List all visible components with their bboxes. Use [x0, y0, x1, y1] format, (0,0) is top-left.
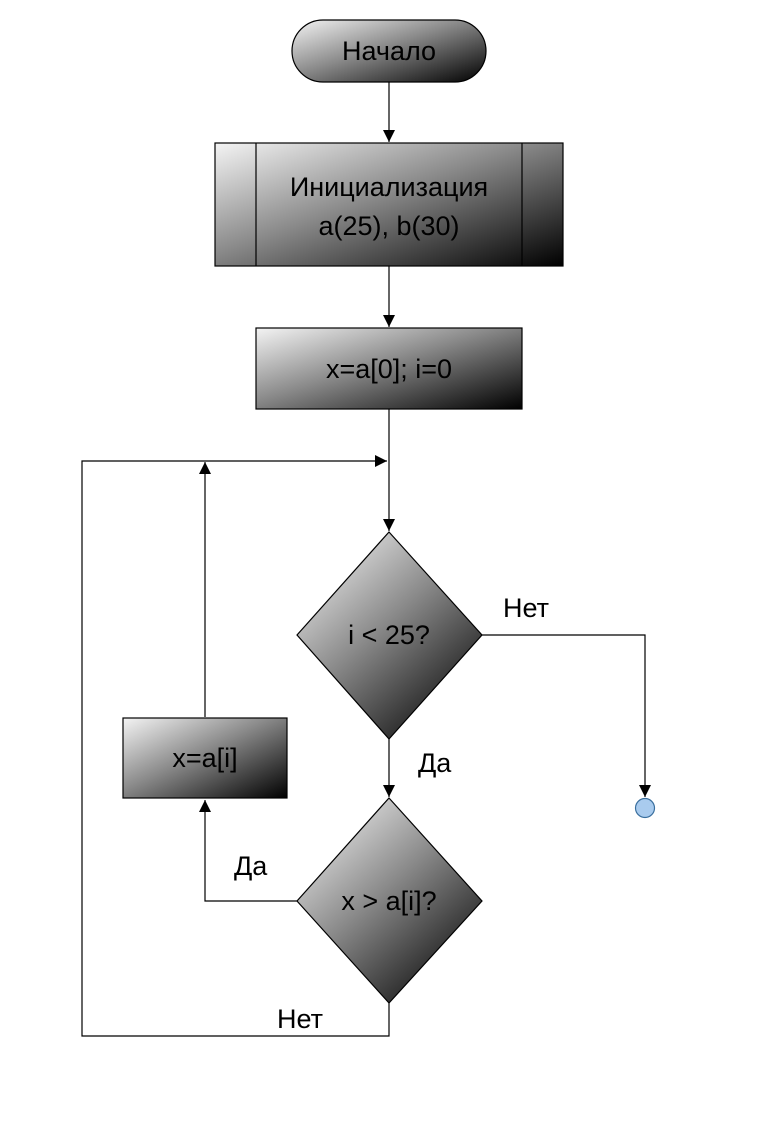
loop-yes-label: Да: [418, 748, 452, 778]
edge-compare-no-loop-back: [81, 455, 390, 1037]
start-terminator: Начало: [291, 19, 487, 83]
compare-no-label: Нет: [277, 1004, 323, 1034]
loop-no-label: Нет: [503, 593, 549, 623]
end-connector: [634, 797, 656, 819]
edge-loop-no-to-end: [482, 634, 651, 797]
start-terminator-shape: [291, 19, 487, 83]
edge-compare-yes-to-assign-x: [199, 800, 297, 902]
assign-init-process: x=a[0]; i=0: [255, 327, 523, 410]
assign-x-process-label: x=a[i]: [172, 743, 237, 773]
init-process-label-line2: a(25), b(30): [318, 211, 459, 241]
init-process-label-line1: Инициализация: [290, 172, 488, 202]
assign-x-process: x=a[i]: [122, 717, 288, 799]
start-terminator-label: Начало: [342, 36, 436, 66]
init-process: Инициализация a(25), b(30): [214, 142, 564, 267]
loop-condition-decision: i < 25?: [296, 531, 483, 740]
loop-condition-decision-shape: [296, 531, 483, 740]
compare-decision-shape: [296, 797, 483, 1004]
assign-init-process-label: x=a[0]; i=0: [326, 354, 452, 384]
compare-yes-label: Да: [234, 851, 268, 881]
edges: [81, 82, 651, 1037]
init-process-shape: [214, 142, 564, 267]
assign-x-process-shape: [122, 717, 288, 799]
assign-init-process-shape: [255, 327, 523, 410]
compare-decision-label: x > a[i]?: [341, 886, 436, 916]
compare-decision: x > a[i]?: [296, 797, 483, 1004]
loop-condition-decision-label: i < 25?: [348, 620, 430, 650]
